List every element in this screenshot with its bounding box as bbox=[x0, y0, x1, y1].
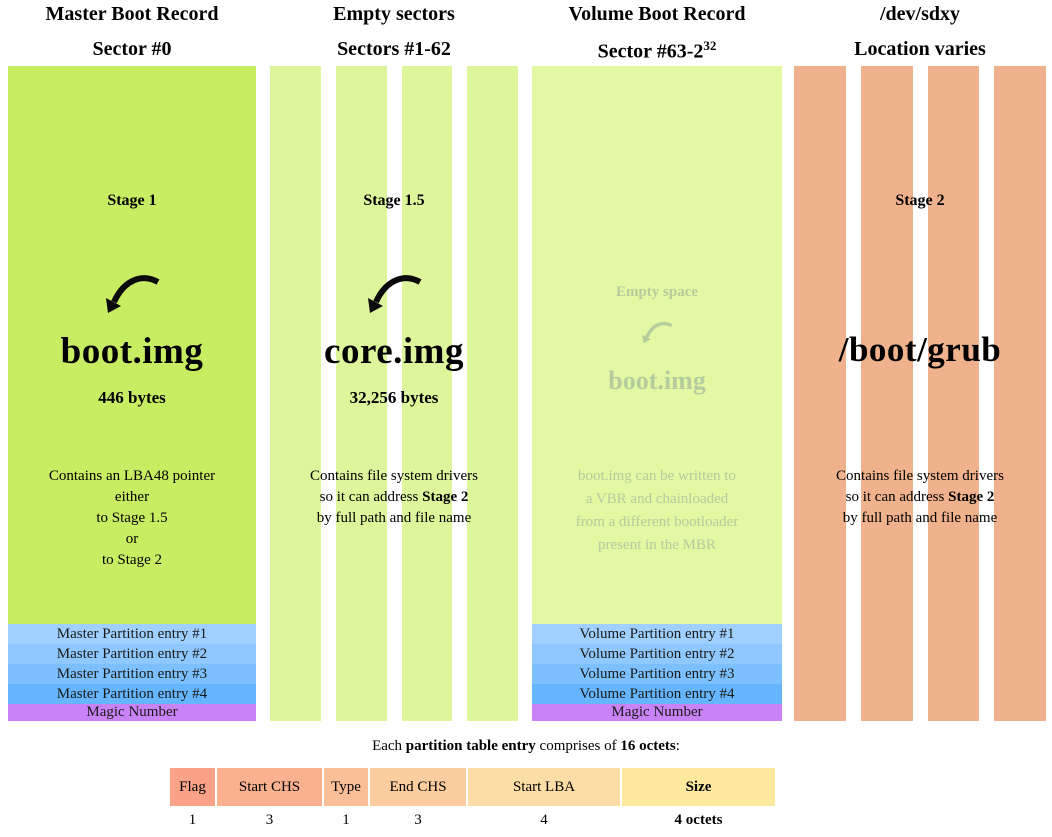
empty-sectors-description-line: so it can address Stage 2 bbox=[270, 487, 518, 508]
mbr-magic-number: Magic Number bbox=[8, 704, 256, 721]
mbr-description-line: either bbox=[114, 489, 150, 505]
mbr-description-line: or bbox=[125, 531, 139, 547]
header-mbr-subtitle: Sector #0 bbox=[92, 38, 172, 60]
octet-count-end-chs: 3 bbox=[414, 812, 422, 828]
partition-table-caption: Each partition table entry comprises of … bbox=[0, 738, 1052, 755]
stage1-label: Stage 1 bbox=[107, 192, 157, 209]
vbr-description-line: a VBR and chainloaded bbox=[585, 491, 729, 507]
caption-text: : bbox=[675, 738, 680, 754]
sector-stripe bbox=[994, 66, 1046, 721]
empty-space-label: Empty space bbox=[615, 284, 699, 300]
master-partition-entry-1: Master Partition entry #1 bbox=[8, 624, 256, 644]
empty-sectors-content: Stage 1.5 core.img 32,256 bytes Contains… bbox=[270, 66, 518, 721]
core-img-size: 32,256 bytes bbox=[349, 388, 439, 407]
vbr-block: Empty space boot.img boot.img can be wri… bbox=[532, 66, 782, 624]
header-dev-sdxy-title: /dev/sdxy bbox=[879, 3, 961, 25]
stage2-bold-ref: Stage 2 bbox=[948, 489, 995, 505]
volume-partition-entry-4: Volume Partition entry #4 bbox=[532, 684, 782, 704]
master-partition-entry-3: Master Partition entry #3 bbox=[8, 664, 256, 684]
header-vbr-title: Volume Boot Record bbox=[568, 3, 746, 25]
dev-sdxy-content: Stage 2 /boot/grub Contains file system … bbox=[794, 66, 1046, 721]
mbr-description-line: to Stage 1.5 bbox=[96, 510, 168, 526]
caption-bold-entry: partition table entry bbox=[405, 738, 536, 754]
caption-text: comprises of bbox=[535, 738, 621, 754]
sector-stripe bbox=[401, 66, 453, 721]
partition-entry-octet-table: Flag Start CHS Type End CHS Start LBA Si… bbox=[170, 768, 775, 806]
header-mbr-title: Master Boot Record bbox=[45, 3, 219, 25]
core-img-label: core.img bbox=[324, 331, 464, 372]
boot-img-size: 446 bytes bbox=[98, 388, 166, 407]
caption-bold-octets: 16 octets bbox=[620, 738, 676, 754]
octet-cell-start-lba: Start LBA bbox=[468, 768, 620, 806]
sector-stripe bbox=[860, 66, 913, 721]
stage15-label: Stage 1.5 bbox=[363, 192, 425, 209]
vbr-description: boot.img can be written to a VBR and cha… bbox=[532, 465, 782, 557]
vbr-magic-number: Magic Number bbox=[532, 704, 782, 721]
header-empty-sectors-subtitle: Sectors #1-62 bbox=[337, 38, 451, 60]
mbr-description-line: to Stage 2 bbox=[102, 552, 162, 568]
mbr-column: Stage 1 boot.img 446 bytes Contains an L… bbox=[8, 66, 256, 721]
description-text: so it can address bbox=[319, 489, 423, 505]
octet-count-start-lba: 4 bbox=[540, 812, 548, 828]
octet-cell-start-chs: Start CHS bbox=[217, 768, 322, 806]
octet-count-size: 4 octets bbox=[674, 812, 723, 828]
empty-sectors-description: Contains file system drivers so it can a… bbox=[270, 466, 518, 529]
octet-cell-flag: Flag bbox=[170, 768, 215, 806]
empty-sectors-description-line: Contains file system drivers bbox=[310, 468, 478, 484]
octet-cell-type: Type bbox=[324, 768, 368, 806]
vbr-description-line: from a different bootloader bbox=[575, 514, 739, 530]
header-vbr-subtitle: Sector #63-232 bbox=[532, 38, 782, 64]
description-text: so it can address bbox=[845, 489, 949, 505]
boot-grub-label: /boot/grub bbox=[838, 330, 1002, 369]
octet-cell-size: Size bbox=[622, 768, 775, 806]
header-empty-sectors-title: Empty sectors bbox=[333, 3, 455, 25]
stage2-bold-ref: Stage 2 bbox=[422, 489, 469, 505]
curved-arrow-icon bbox=[368, 275, 422, 313]
master-partition-entry-4: Master Partition entry #4 bbox=[8, 684, 256, 704]
curved-arrow-faded-icon bbox=[642, 321, 673, 344]
mbr-block: Stage 1 boot.img 446 bytes Contains an L… bbox=[8, 66, 256, 624]
volume-partition-entry-2: Volume Partition entry #2 bbox=[532, 644, 782, 664]
octet-count-start-chs: 3 bbox=[265, 812, 274, 828]
dev-sdxy-description: Contains file system drivers so it can a… bbox=[794, 466, 1046, 529]
empty-sectors-description-line: by full path and file name bbox=[316, 510, 472, 526]
master-partition-entry-2: Master Partition entry #2 bbox=[8, 644, 256, 664]
dev-sdxy-description-line: by full path and file name bbox=[842, 510, 998, 526]
vbr-column: Empty space boot.img boot.img can be wri… bbox=[532, 66, 782, 721]
header-dev-sdxy-subtitle: Location varies bbox=[854, 38, 986, 60]
vbr-description-line: present in the MBR bbox=[598, 537, 716, 553]
dev-sdxy-stripes bbox=[794, 66, 1046, 721]
sector-stripe bbox=[270, 66, 321, 721]
mbr-description-line: Contains an LBA48 pointer bbox=[48, 468, 216, 484]
mbr-description: Contains an LBA48 pointer either to Stag… bbox=[8, 466, 256, 571]
sector-stripe bbox=[794, 66, 846, 721]
header-vbr-subtitle-exponent: 32 bbox=[703, 38, 717, 53]
sector-stripe bbox=[335, 66, 387, 721]
header-vbr-subtitle-base: Sector #63-2 bbox=[597, 40, 704, 63]
dev-sdxy-description-line: Contains file system drivers bbox=[836, 468, 1004, 484]
volume-partition-entry-1: Volume Partition entry #1 bbox=[532, 624, 782, 644]
empty-sectors-stripes bbox=[270, 66, 518, 721]
octet-count-type: 1 bbox=[342, 812, 350, 828]
stage2-label: Stage 2 bbox=[895, 192, 945, 209]
dev-sdxy-description-line: so it can address Stage 2 bbox=[794, 487, 1046, 508]
sector-stripe bbox=[927, 66, 980, 721]
curved-arrow-icon bbox=[106, 275, 160, 313]
vbr-boot-img-label: boot.img bbox=[608, 366, 706, 395]
boot-img-label: boot.img bbox=[60, 331, 204, 372]
octet-cell-end-chs: End CHS bbox=[370, 768, 466, 806]
volume-partition-entry-3: Volume Partition entry #3 bbox=[532, 664, 782, 684]
octet-count-row: 1 3 1 3 4 4 octets bbox=[170, 812, 775, 828]
vbr-description-line: boot.img can be written to bbox=[578, 468, 736, 484]
octet-count-flag: 1 bbox=[188, 812, 197, 828]
caption-text: Each bbox=[372, 738, 406, 754]
sector-stripe bbox=[467, 66, 518, 721]
